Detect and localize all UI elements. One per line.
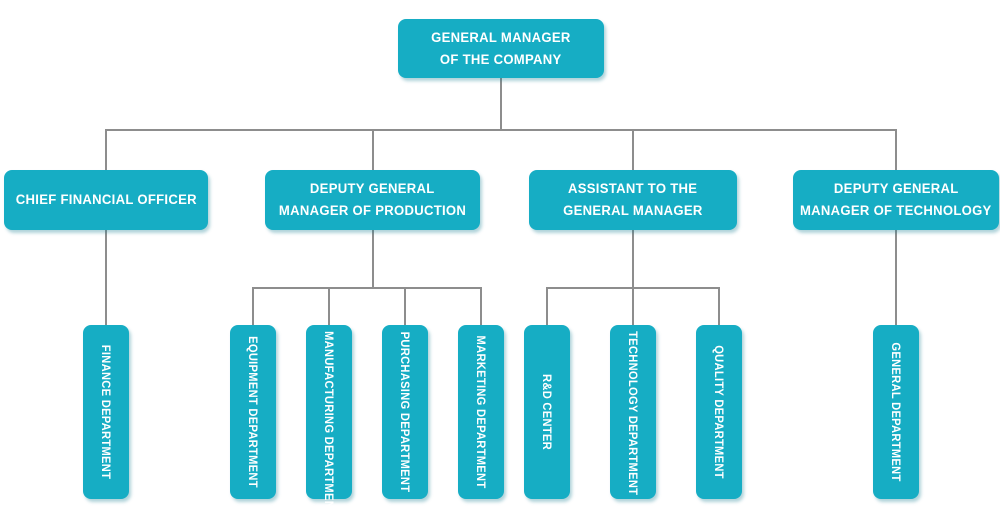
connector-drop-purchasing: [404, 287, 406, 325]
connector-root-stem: [500, 78, 502, 130]
node-deputy-general-manager-of-technology: DEPUTY GENERAL MANAGER OF TECHNOLOGY: [793, 170, 999, 230]
node-chief-financial-officer: CHIEF FINANCIAL OFFICER: [4, 170, 208, 230]
node-label: PURCHASING DEPARTMENT: [398, 331, 412, 493]
node-label: MANUFACTURING DEPARTMENT: [322, 331, 336, 517]
connector-drop-cfo: [105, 129, 107, 170]
connector-drop-equipment: [252, 287, 254, 325]
node-label: TECHNOLOGY DEPARTMENT: [626, 331, 640, 496]
connector-drop-rd-center: [546, 287, 548, 325]
node-label-line: OF THE COMPANY: [440, 51, 562, 67]
connector-drop-manufacturing: [328, 287, 330, 325]
connector-drop-marketing: [480, 287, 482, 325]
node-rd-center: R&D CENTER: [524, 325, 570, 499]
node-label: MARKETING DEPARTMENT: [474, 335, 488, 489]
node-equipment-department: EQUIPMENT DEPARTMENT: [230, 325, 276, 499]
node-label: QUALITY DEPARTMENT: [712, 345, 726, 479]
connector-level1-horizontal: [105, 129, 897, 131]
node-label-line: MANAGER OF TECHNOLOGY: [800, 203, 992, 218]
node-label-line: MANAGER OF PRODUCTION: [278, 203, 467, 218]
node-technology-department: TECHNOLOGY DEPARTMENT: [610, 325, 656, 499]
node-quality-department: QUALITY DEPARTMENT: [696, 325, 742, 499]
connector-technology-general: [895, 230, 897, 325]
connector-drop-production: [372, 129, 374, 170]
connector-cfo-finance: [105, 230, 107, 325]
node-general-manager: GENERAL MANAGER OF THE COMPANY: [398, 19, 604, 78]
node-label: FINANCE DEPARTMENT: [99, 344, 113, 480]
node-label-line: GENERAL MANAGER: [563, 203, 703, 218]
node-assistant-to-the-general-manager: ASSISTANT TO THE GENERAL MANAGER: [529, 170, 737, 230]
node-label: GENERAL DEPARTMENT: [889, 342, 903, 482]
node-label-line: DEPUTY GENERAL: [310, 181, 435, 196]
node-label-line: GENERAL MANAGER: [431, 29, 571, 45]
connector-drop-quality: [718, 287, 720, 325]
connector-assistant-stem: [632, 230, 634, 325]
node-deputy-general-manager-of-production: DEPUTY GENERAL MANAGER OF PRODUCTION: [265, 170, 480, 230]
node-label: R&D CENTER: [540, 374, 554, 450]
node-finance-department: FINANCE DEPARTMENT: [83, 325, 129, 499]
node-label: EQUIPMENT DEPARTMENT: [246, 336, 260, 488]
node-manufacturing-department: MANUFACTURING DEPARTMENT: [306, 325, 352, 517]
node-label-line: DEPUTY GENERAL: [833, 181, 959, 196]
node-purchasing-department: PURCHASING DEPARTMENT: [382, 325, 428, 499]
connector-drop-technology: [895, 129, 897, 170]
node-label-line: CHIEF FINANCIAL OFFICER: [15, 192, 197, 207]
connector-production-stem: [372, 230, 374, 288]
connector-drop-assistant: [632, 129, 634, 170]
node-label-line: ASSISTANT TO THE: [568, 181, 698, 196]
node-general-department: GENERAL DEPARTMENT: [873, 325, 919, 499]
connector-assistant-horizontal: [546, 287, 720, 289]
node-marketing-department: MARKETING DEPARTMENT: [458, 325, 504, 499]
connector-production-horizontal: [252, 287, 482, 289]
